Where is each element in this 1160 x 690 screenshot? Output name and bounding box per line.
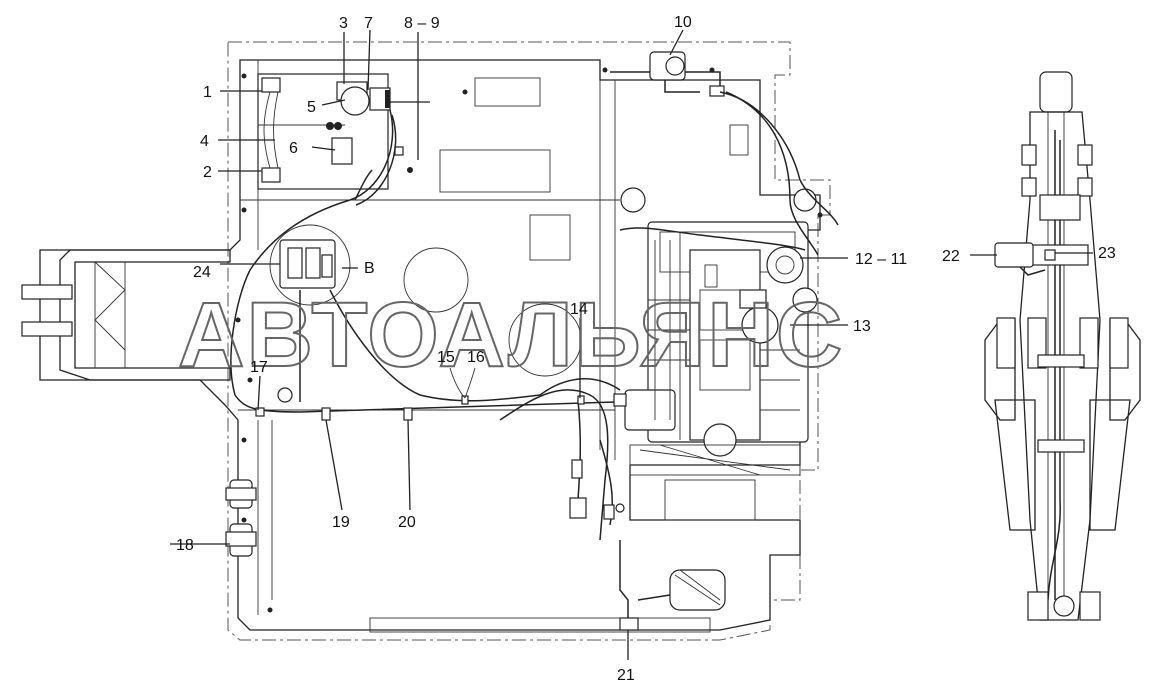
boom-side-view bbox=[984, 71, 1141, 621]
callout-2: 2 bbox=[203, 164, 212, 181]
callout-6: 6 bbox=[289, 140, 298, 157]
callout-1: 1 bbox=[203, 84, 212, 101]
callout-19: 19 bbox=[332, 514, 350, 531]
callout-20: 20 bbox=[398, 514, 416, 531]
callout-10: 10 bbox=[674, 14, 692, 31]
callout-24: 24 bbox=[193, 264, 211, 281]
callout-8-9: 8 – 9 bbox=[404, 15, 440, 32]
control-box bbox=[257, 73, 389, 190]
sensor-10 bbox=[610, 51, 725, 97]
callout-12-11: 12 – 11 bbox=[855, 251, 907, 268]
callout-13: 13 bbox=[853, 318, 871, 335]
callout-16: 16 bbox=[467, 349, 485, 366]
battery-18 bbox=[225, 479, 257, 557]
callout-23: 23 bbox=[1098, 245, 1116, 262]
watermark-text: АВТОАЛЬЯНС bbox=[178, 284, 844, 386]
leader-lines bbox=[170, 29, 1093, 660]
callout-22: 22 bbox=[942, 248, 960, 265]
bolt-holes bbox=[235, 67, 823, 613]
fuel-sensor-21 bbox=[619, 540, 726, 631]
callout-18: 18 bbox=[176, 537, 194, 554]
callout-labels: 1 2 3 4 5 6 7 8 – 9 10 12 – 11 13 14 15 … bbox=[176, 14, 1116, 684]
callout-17: 17 bbox=[250, 359, 268, 376]
callout-7: 7 bbox=[364, 15, 373, 32]
callout-15: 15 bbox=[437, 349, 455, 366]
callout-4: 4 bbox=[200, 133, 209, 150]
wire-harness bbox=[230, 91, 839, 541]
callout-21: 21 bbox=[617, 667, 635, 684]
callout-3: 3 bbox=[339, 15, 348, 32]
callout-5: 5 bbox=[307, 99, 316, 116]
engine-assembly bbox=[624, 221, 818, 476]
callout-14: 14 bbox=[570, 301, 588, 318]
section-label-b: B bbox=[364, 260, 375, 277]
